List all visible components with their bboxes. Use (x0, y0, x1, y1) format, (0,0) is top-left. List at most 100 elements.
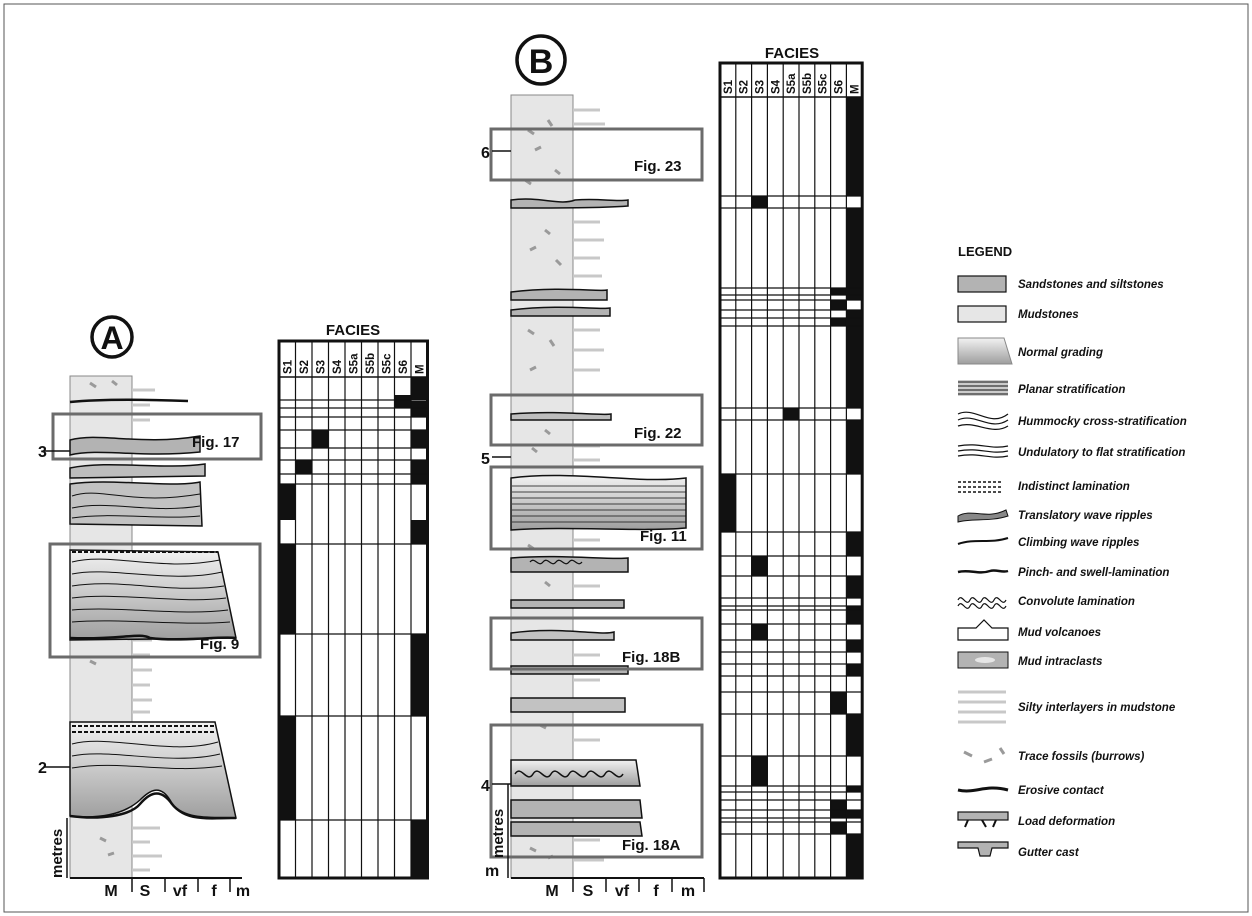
panel-a-facies-col-header: S3 (315, 360, 327, 374)
panel-b-facies-cell-fill (846, 610, 863, 624)
legend-label-9: Climbing wave ripples (1018, 537, 1139, 549)
legend-title: LEGEND (958, 244, 1012, 259)
panel-b-facies-col-header: S5a (786, 73, 798, 94)
panel-a-bed-lower (69, 721, 237, 820)
panel-b-facies-cell-fill (830, 288, 847, 295)
panel-b-letter: B (529, 43, 554, 81)
legend-grading-icon (957, 337, 1013, 365)
panel-a-facies-cell-fill (411, 460, 428, 474)
panel-a-facies-col-header: S2 (299, 360, 311, 374)
panel-a-fig9-label: Fig. 9 (200, 636, 239, 653)
panel-b-facies-cell-fill (720, 474, 736, 532)
panel-a-facies-col-header: M (414, 364, 426, 374)
panel-a-tick-2: 2 (38, 760, 47, 777)
panel-a-fig17-box (51, 412, 263, 461)
panel-b-facies-cell-fill (830, 300, 847, 310)
panel-a-facies-cell-fill (279, 716, 296, 820)
panel-b-facies-title: FACIES (765, 45, 819, 62)
panel-b-badge (515, 34, 567, 86)
legend-planar-icon (958, 380, 1008, 396)
panel-b-facies-cell-fill (783, 408, 799, 420)
legend-label-11: Convolute lamination (1018, 596, 1135, 608)
panel-b-fig18b-box (489, 616, 704, 671)
panel-b-fig11-box (489, 465, 704, 551)
panel-b-facies-cell-fill (830, 692, 847, 714)
panel-b-facies-cell-fill (830, 822, 847, 834)
panel-b-fig23-label: Fig. 23 (634, 158, 682, 175)
panel-a-bed-hcs (69, 481, 203, 527)
legend-label-4: Planar stratification (1018, 384, 1125, 396)
legend-label-2: Mudstones (1018, 309, 1079, 321)
panel-b-fig18a-box (489, 723, 704, 859)
panel-a-facies-cell-fill (312, 430, 329, 448)
panel-a-facies-cell-fill (279, 544, 296, 634)
panel-b-facies-col-header: S5c (818, 73, 830, 94)
panel-a-facies-cell-fill (411, 520, 428, 544)
legend-label-3: Normal grading (1018, 347, 1103, 359)
panel-a-facies-col-header: S5b (365, 353, 377, 374)
legend-label-6: Undulatory to flat stratification (1018, 447, 1185, 459)
panel-b-facies-cell-fill (846, 786, 863, 792)
panel-b-tick-6: 6 (481, 145, 490, 162)
legend-mud-volcano-icon (957, 619, 1009, 641)
panel-a-fig9-box (48, 542, 262, 659)
panel-a-bed-hcs-upper (69, 435, 201, 456)
panel-b-grain-m: m (681, 883, 695, 900)
legend-convolute-icon (957, 597, 1007, 609)
legend-label-10: Pinch- and swell-lamination (1018, 567, 1169, 579)
legend-hcs-icon (957, 411, 1009, 430)
panel-a-facies-cell-fill (411, 377, 428, 400)
panel-b-facies-cell-fill (846, 810, 863, 818)
legend-trace-fossil-icon (963, 747, 1006, 764)
legend-mudstone-swatch (957, 305, 1007, 323)
panel-b-facies-cell-fill (830, 800, 847, 818)
legend-label-12: Mud volcanoes (1018, 627, 1101, 639)
panel-b-grain-M: M (545, 883, 558, 900)
panel-b-facies-cell-fill (751, 624, 768, 640)
panel-b-facies-cell-fill (751, 196, 768, 208)
panel-a-facies-col-header: S5a (348, 353, 360, 374)
legend-load-icon (957, 811, 1009, 828)
panel-a: A (38, 315, 429, 900)
panel-b-tick-5: 5 (481, 451, 490, 468)
panel-b-fig23-box (489, 127, 704, 182)
legend: LEGEND (957, 244, 1187, 859)
panel-b-facies-cell-fill (830, 318, 847, 326)
panel-b-facies-cell-fill (751, 756, 768, 786)
panel-a-facies-col-header: S1 (282, 359, 294, 374)
legend-label-15: Trace fossils (burrows) (1018, 751, 1144, 763)
panel-b-fig22-box (489, 393, 704, 447)
panel-b-tick-4: 4 (481, 778, 490, 795)
panel-b-facies-cell-fill (846, 532, 863, 556)
legend-undulatory-icon (957, 444, 1009, 458)
panel-b-facies-col-header: S5b (802, 73, 814, 94)
panel-a-facies-cell-fill (279, 484, 296, 520)
legend-erosive-icon (957, 786, 1009, 793)
panel-a-letter: A (100, 320, 123, 356)
legend-label-7: Indistinct lamination (1018, 481, 1130, 493)
panel-b-fig11-label: Fig. 11 (640, 528, 687, 545)
panel-a-grain-S: S (140, 883, 151, 900)
panel-b-scale-unit: metres (490, 809, 507, 858)
panel-a-grain-M: M (104, 883, 117, 900)
panel-b: B Fig. 23 Fig. 22 F (481, 34, 864, 900)
panel-b-facies-col-header: S2 (739, 80, 751, 94)
panel-a-facies-cell-fill (411, 820, 428, 878)
panel-a-fig17-label: Fig. 17 (192, 434, 240, 451)
panel-b-facies-cell-fill (846, 714, 863, 756)
legend-sandstone-swatch (957, 275, 1007, 293)
legend-gutter-icon (957, 841, 1009, 857)
legend-label-8: Translatory wave ripples (1018, 510, 1153, 522)
panel-a-grain-m: m (236, 883, 250, 900)
panel-a-facies-col-header: S5c (381, 353, 393, 374)
panel-a-tick-3: 3 (38, 444, 47, 461)
panel-b-facies-col-header: M (849, 84, 861, 94)
legend-label-16: Erosive contact (1018, 785, 1105, 797)
panel-a-trace-fossils (89, 379, 118, 857)
panel-b-fig22-label: Fig. 22 (634, 425, 682, 442)
legend-label-18: Gutter cast (1018, 847, 1080, 859)
panel-b-facies-cell-fill (846, 640, 863, 652)
panel-a-scale-unit: metres (49, 829, 66, 878)
